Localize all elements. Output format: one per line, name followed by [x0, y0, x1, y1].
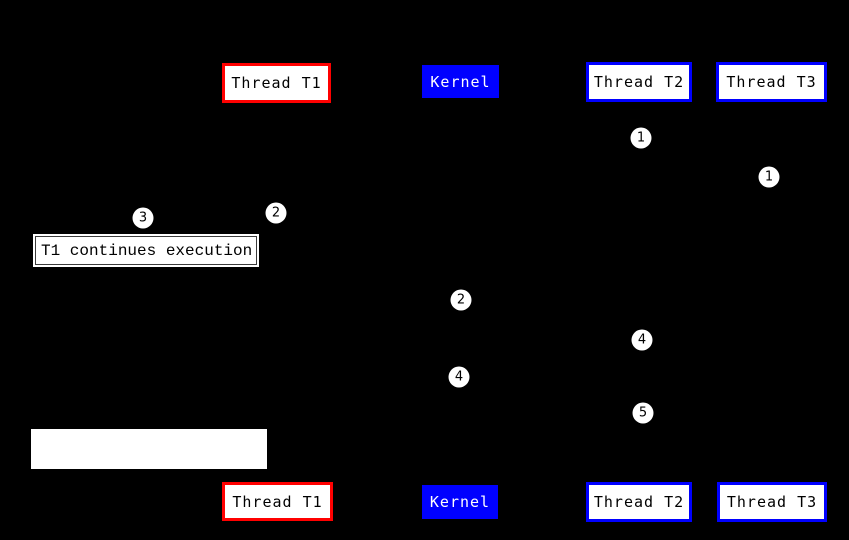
kernel-box-top: Kernel — [422, 65, 499, 98]
blank-note-box — [31, 429, 267, 469]
step-marker-2-thread-t1: 2 — [265, 202, 287, 224]
thread-t2-box-top: Thread T2 — [586, 62, 692, 102]
step-marker-5-thread-t2: 5 — [632, 402, 654, 424]
note-t1-continues-execution: T1 continues execution — [35, 236, 257, 265]
step-marker-4-kernel: 4 — [448, 366, 470, 388]
kernel-box-bottom: Kernel — [422, 485, 498, 519]
step-marker-1-thread-t2: 1 — [630, 127, 652, 149]
thread-t3-box-top: Thread T3 — [716, 62, 827, 102]
step-marker-3-t1-continues: 3 — [132, 207, 154, 229]
thread-t2-box-bottom: Thread T2 — [586, 482, 692, 522]
thread-t1-box-bottom: Thread T1 — [222, 482, 333, 521]
thread-t3-box-bottom: Thread T3 — [717, 482, 827, 522]
step-marker-4-thread-t2: 4 — [631, 329, 653, 351]
step-marker-2-kernel: 2 — [450, 289, 472, 311]
thread-t1-box-top: Thread T1 — [222, 63, 331, 103]
step-marker-1-thread-t3: 1 — [758, 166, 780, 188]
